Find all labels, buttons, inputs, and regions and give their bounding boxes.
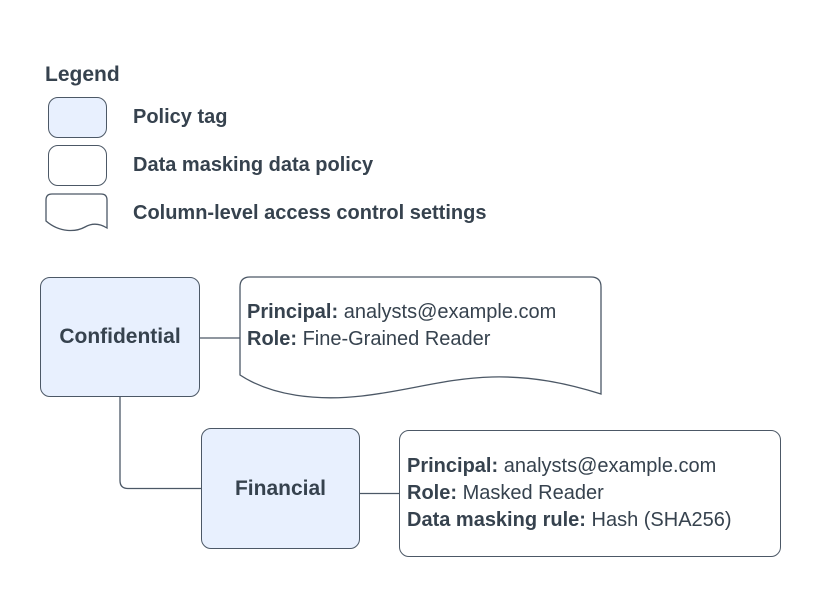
- policy-tag-confidential-label: Confidential: [59, 325, 181, 348]
- policy-rule-value: Hash (SHA256): [591, 509, 732, 531]
- policy-tag-financial-label: Financial: [234, 476, 327, 500]
- policy-rule-line: Data masking rule: Hash (SHA256): [407, 507, 780, 534]
- connector-confidential-to-financial: [119, 397, 201, 490]
- column-acl-settings-text: Principal: analysts@example.com Role: Fi…: [247, 299, 556, 353]
- acl-principal-value: analysts@example.com: [343, 301, 557, 323]
- legend-item-label-column-acl: Column-level access control settings: [133, 202, 487, 224]
- policy-role-line: Role: Masked Reader: [407, 480, 780, 507]
- column-acl-settings-shape: [239, 276, 602, 399]
- policy-rule-label: Data masking rule:: [407, 509, 586, 531]
- data-masking-policy-box: Principal: analysts@example.com Role: Ma…: [399, 430, 781, 557]
- policy-principal-label: Principal:: [407, 455, 499, 477]
- policy-role-value: Masked Reader: [462, 482, 604, 504]
- legend-title: Legend: [45, 63, 120, 86]
- acl-principal-line: Principal: analysts@example.com: [247, 299, 556, 326]
- column-acl-swatch: [45, 193, 108, 232]
- policy-tag-confidential: Confidential: [40, 277, 200, 397]
- legend-item-label-data-policy: Data masking data policy: [133, 154, 374, 176]
- policy-principal-line: Principal: analysts@example.com: [407, 453, 780, 480]
- policy-role-label: Role:: [407, 482, 457, 504]
- data-masking-policy-swatch: [48, 145, 107, 186]
- acl-role-label: Role:: [247, 328, 297, 350]
- policy-tag-swatch: [48, 97, 107, 138]
- acl-role-value: Fine-Grained Reader: [302, 328, 491, 350]
- policy-principal-value: analysts@example.com: [503, 455, 717, 477]
- acl-role-line: Role: Fine-Grained Reader: [247, 326, 556, 353]
- policy-tag-financial: Financial: [201, 428, 360, 549]
- acl-principal-label: Principal:: [247, 301, 339, 323]
- legend-item-label-policy-tag: Policy tag: [133, 106, 228, 128]
